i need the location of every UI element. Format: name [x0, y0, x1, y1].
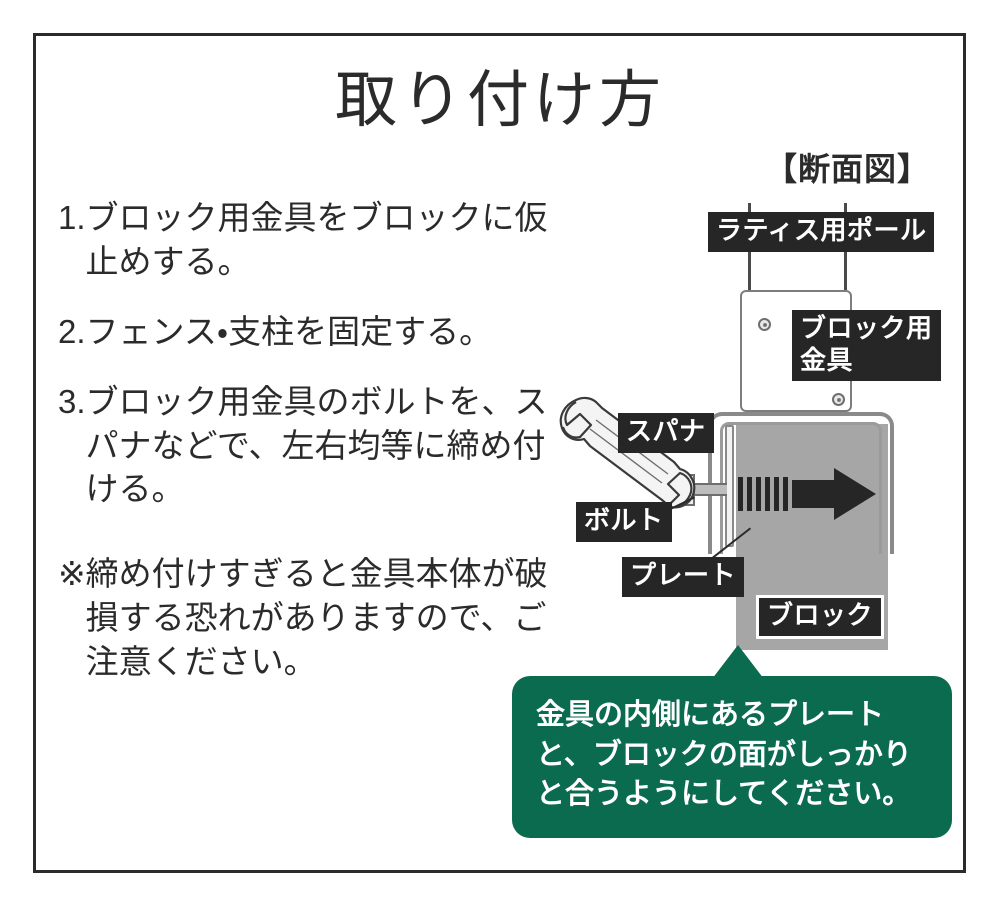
callout-pointer: [712, 645, 764, 679]
callout-box: 金具の内側にあるプレートと、ブロックの面がしっかりと合うようにしてください。: [512, 676, 952, 838]
label-plate: プレート: [622, 557, 745, 597]
caution-note: ※ 締め付けすぎると金具本体が破損する恐れがありますので、ご注意ください。: [58, 552, 558, 685]
label-block: ブロック: [756, 595, 885, 639]
label-spanner: スパナ: [618, 413, 714, 453]
step-number: 3.: [58, 382, 86, 420]
tighten-direction-arrow-icon: [738, 468, 876, 520]
screw-icon: [758, 318, 771, 331]
callout-text: 金具の内側にあるプレートと、ブロックの面がしっかりと合うようにしてください。: [536, 699, 912, 811]
step-text: ブロック用金具をブロックに仮止めする。: [85, 199, 548, 280]
step-text: ブロック用金具のボルトを、スパナなどで、左右均等に締め付ける。: [85, 382, 548, 508]
screw-icon: [832, 393, 845, 406]
cross-section-diagram: 【断面図】: [540, 130, 960, 850]
caution-text: 締め付けすぎると金具本体が破損する恐れがありますので、ご注意ください。: [85, 555, 548, 681]
instruction-step: 1. ブロック用金具をブロックに仮止めする。: [58, 196, 558, 284]
step-number: 1.: [58, 199, 86, 236]
diagram-title: 【断面図】: [765, 151, 931, 187]
label-bolt: ボルト: [576, 502, 672, 542]
instruction-step: 2. フェンス・支柱を固定する。: [58, 310, 558, 354]
caution-mark: ※: [58, 555, 86, 592]
step-text: フェンス・支柱を固定する。: [85, 312, 493, 350]
page-title: 取り付け方: [334, 66, 665, 135]
instruction-list: 1. ブロック用金具をブロックに仮止めする。 2. フェンス・支柱を固定する。 …: [58, 196, 558, 537]
instruction-step: 3. ブロック用金具のボルトを、スパナなどで、左右均等に締め付ける。: [58, 380, 558, 512]
bolt-shaft: [695, 483, 727, 496]
outer-frame: [33, 33, 966, 873]
label-block-bracket: ブロック用 金具: [792, 310, 941, 382]
label-lattice-pole: ラティス用ポール: [708, 212, 935, 252]
step-number: 2.: [58, 312, 86, 350]
